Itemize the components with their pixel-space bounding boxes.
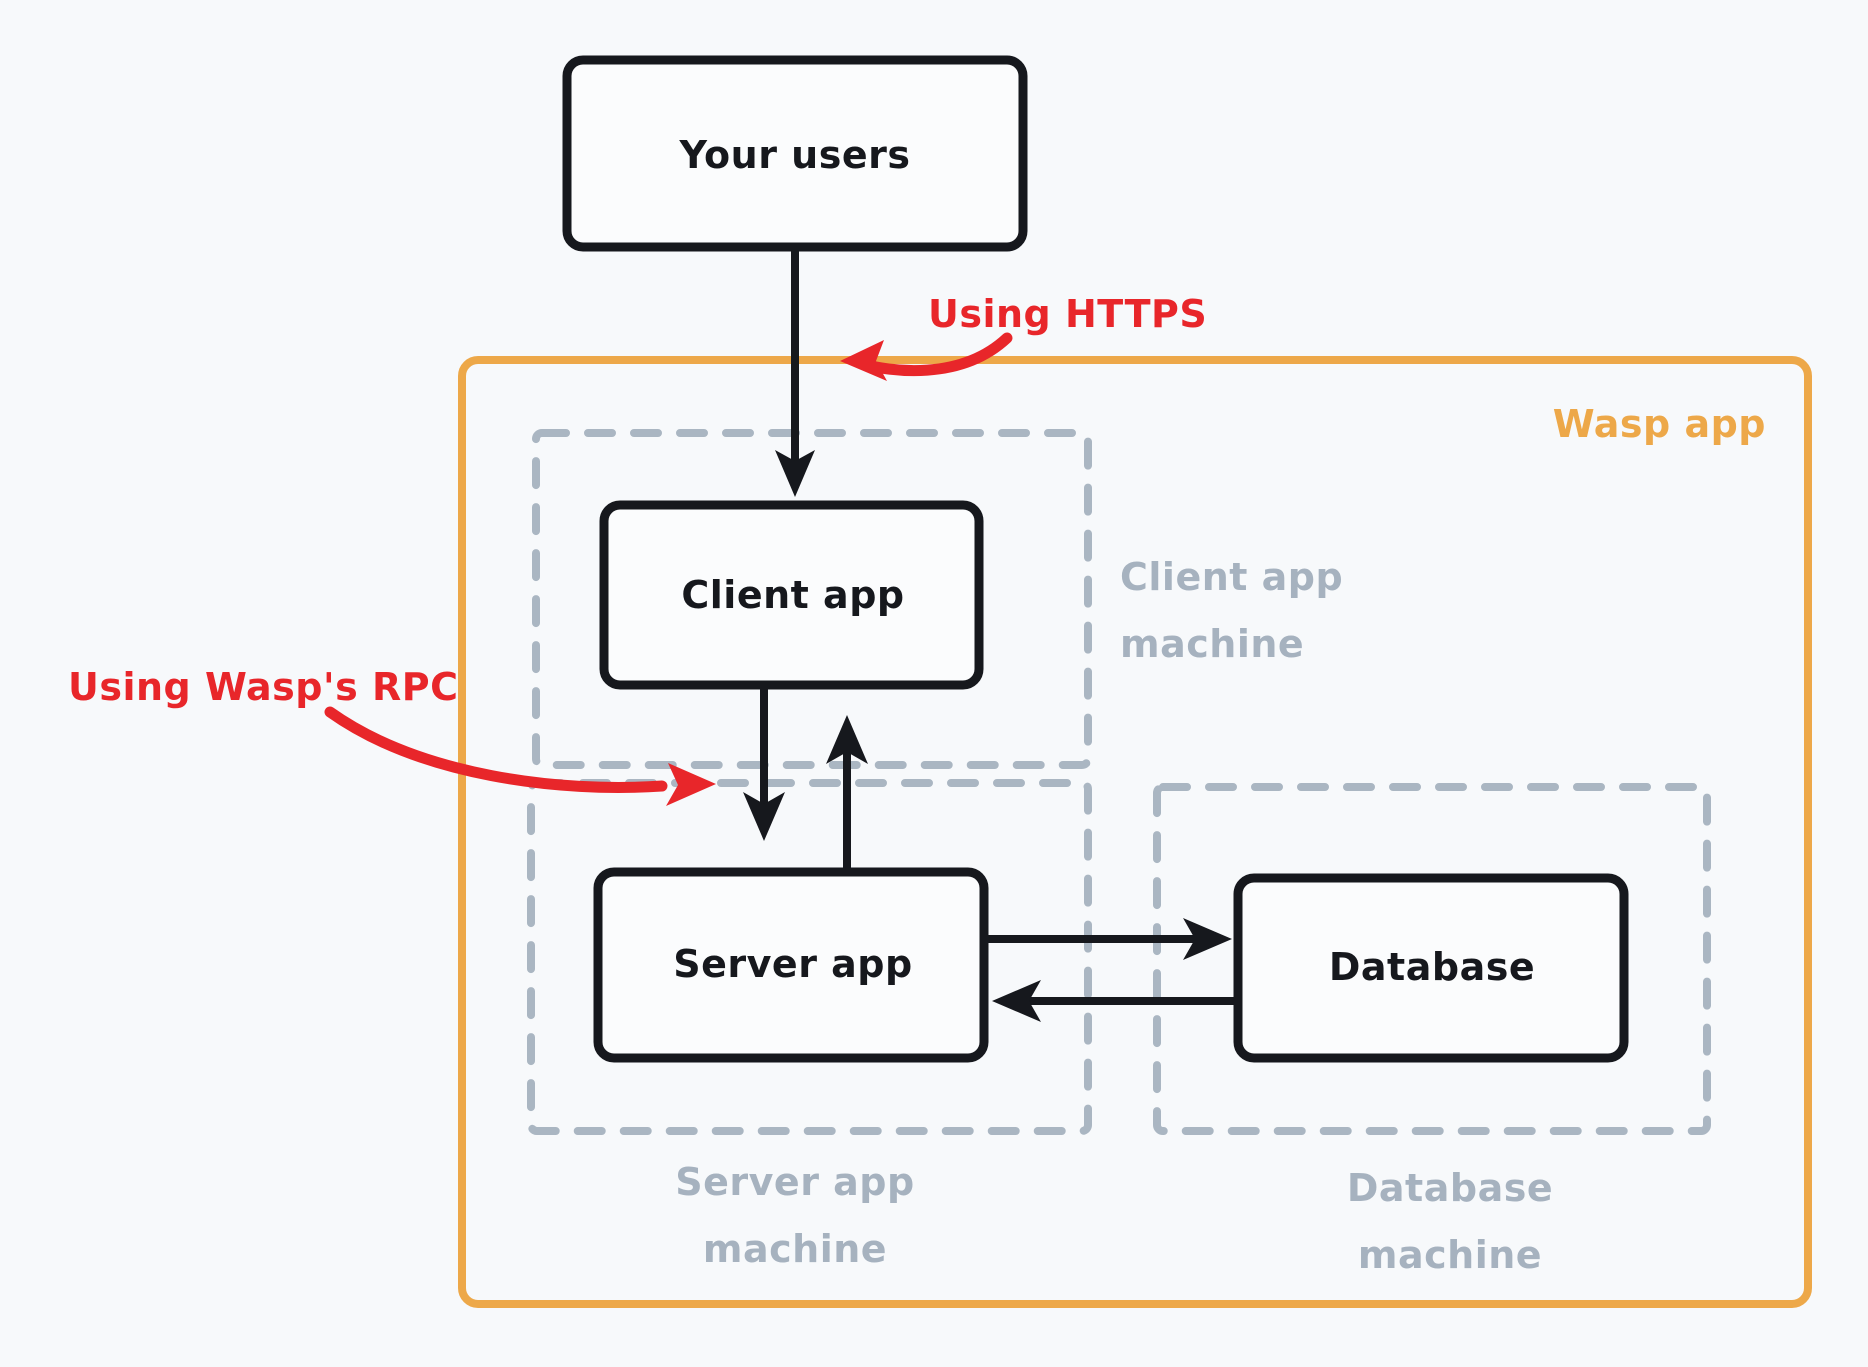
wasp-app-group-frame bbox=[458, 356, 1812, 1308]
your-users-label: Your users bbox=[679, 133, 911, 177]
database-machine-label-line2: machine bbox=[1358, 1233, 1542, 1277]
database-label: Database bbox=[1329, 945, 1535, 989]
client-app-machine-box bbox=[532, 429, 1092, 769]
connection-server-to-client bbox=[826, 715, 868, 872]
https-annotation-arrow bbox=[840, 332, 1013, 381]
server-app-label: Server app bbox=[673, 942, 912, 986]
rpc-annotation-label: Using Wasp's RPC bbox=[68, 665, 459, 709]
server-app-box[interactable] bbox=[593, 867, 989, 1063]
database-box[interactable] bbox=[1233, 873, 1629, 1063]
client-app-box[interactable] bbox=[599, 500, 984, 690]
server-app-machine-label-line1: Server app bbox=[675, 1160, 914, 1204]
connection-client-to-server bbox=[743, 685, 785, 841]
server-app-machine-label-line2: machine bbox=[703, 1227, 887, 1271]
server-app-machine-box bbox=[527, 779, 1092, 1135]
connection-database-to-server bbox=[992, 980, 1238, 1022]
database-machine-label-line1: Database bbox=[1347, 1166, 1553, 1210]
connection-server-to-database bbox=[984, 918, 1232, 960]
database-machine-box bbox=[1153, 783, 1711, 1135]
client-app-machine-label-line1: Client app bbox=[1120, 555, 1343, 599]
wasp-app-group-label: Wasp app bbox=[1553, 402, 1766, 446]
rpc-annotation-arrow bbox=[324, 706, 716, 806]
connection-users-to-client bbox=[775, 247, 815, 497]
client-app-label: Client app bbox=[681, 573, 904, 617]
client-app-machine-label-line2: machine bbox=[1120, 622, 1304, 666]
https-annotation-label: Using HTTPS bbox=[928, 292, 1207, 336]
